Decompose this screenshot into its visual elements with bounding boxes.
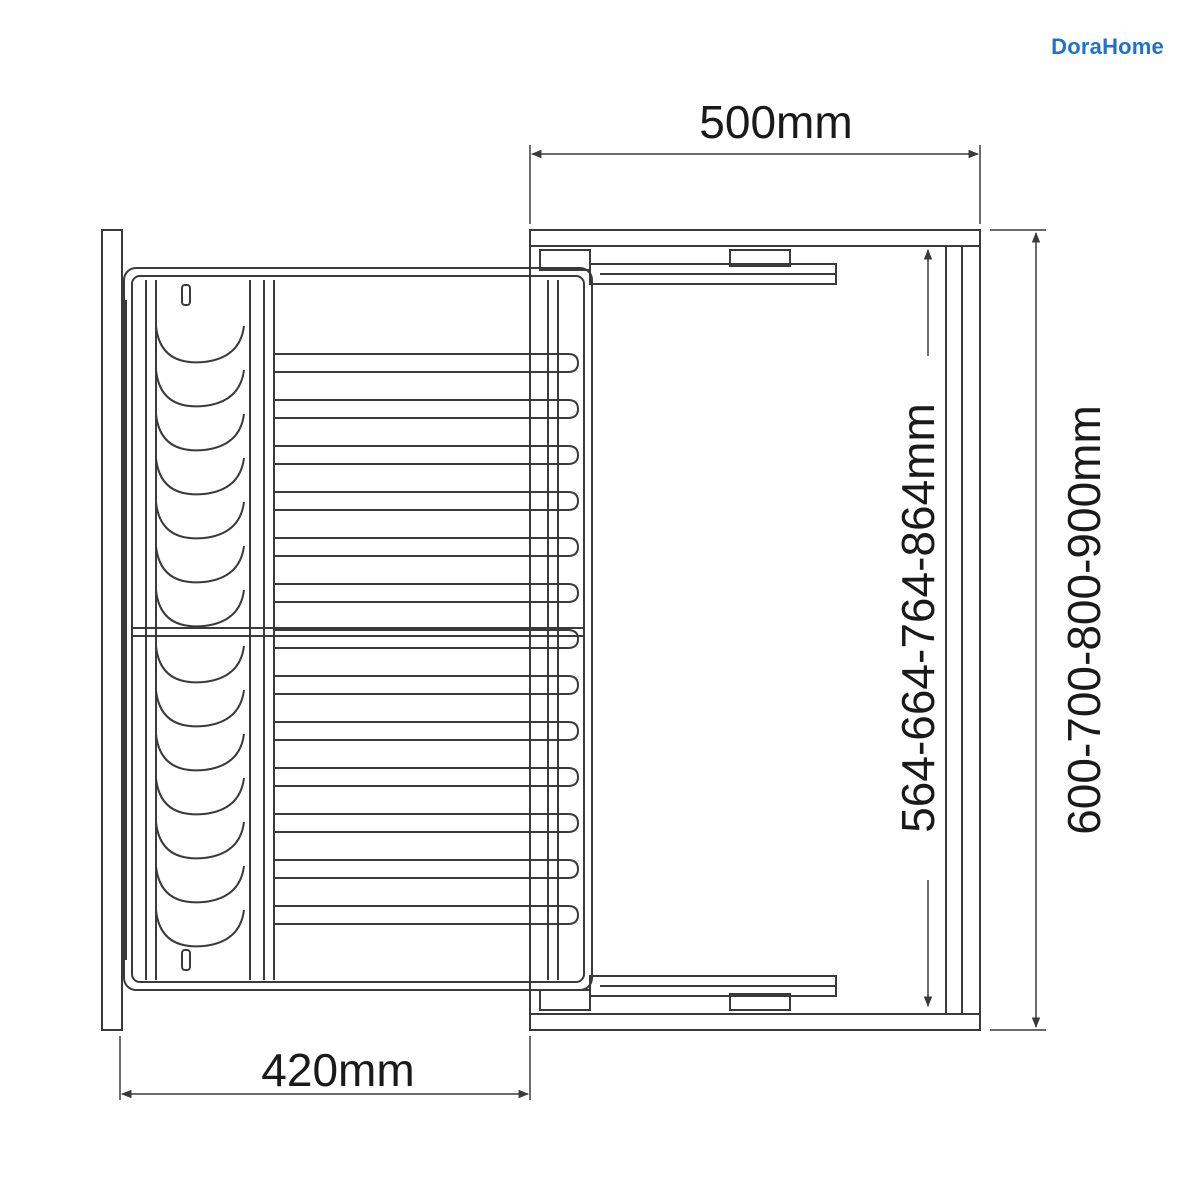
rack-rod	[274, 675, 580, 695]
rack-rod	[274, 399, 580, 419]
plate-holder-curve	[155, 589, 245, 628]
plate-holder-curve	[155, 733, 245, 772]
top-width-label: 500mm	[699, 96, 852, 148]
outer-height-dimension	[990, 229, 1046, 1031]
plate-holder-curve	[155, 501, 245, 540]
plate-holder-curve	[155, 545, 245, 584]
bottom-width-label: 420mm	[261, 1044, 414, 1096]
rack-rod	[274, 445, 580, 465]
plate-holder-curves	[155, 325, 245, 948]
bottom-width-dimension	[119, 1036, 531, 1100]
rack-rod	[274, 859, 580, 879]
plate-holder-curve	[155, 457, 245, 496]
plate-holder-curve	[155, 777, 245, 816]
plate-holder-curve	[155, 865, 245, 904]
rack-rod	[274, 813, 580, 833]
rack-rod	[274, 629, 580, 649]
rack-rods	[274, 353, 580, 925]
rack-rod	[274, 721, 580, 741]
rack-rod	[274, 767, 580, 787]
rack-rod	[274, 905, 580, 925]
plate-holder-curve	[155, 909, 245, 948]
slide-rail-bottom	[539, 975, 837, 1011]
outer-height-label: 600-700-800-900mm	[1058, 405, 1110, 835]
plate-holder-curve	[155, 689, 245, 728]
door-panel	[101, 229, 123, 1031]
slide-rail-top	[539, 249, 837, 285]
rack-rod	[274, 583, 580, 603]
plate-holder-curve	[155, 369, 245, 408]
brand-logo: DoraHome	[1051, 34, 1164, 59]
inner-height-label: 564-664-764-864mm	[892, 403, 944, 833]
rack-rod	[274, 491, 580, 511]
plate-holder-curve	[155, 821, 245, 860]
plate-holder-curve	[155, 325, 245, 364]
plate-holder-curve	[155, 645, 245, 684]
plate-holder-curve	[155, 413, 245, 452]
rack-rod	[274, 353, 580, 373]
top-width-dimension	[529, 145, 981, 224]
rack-rod	[274, 537, 580, 557]
